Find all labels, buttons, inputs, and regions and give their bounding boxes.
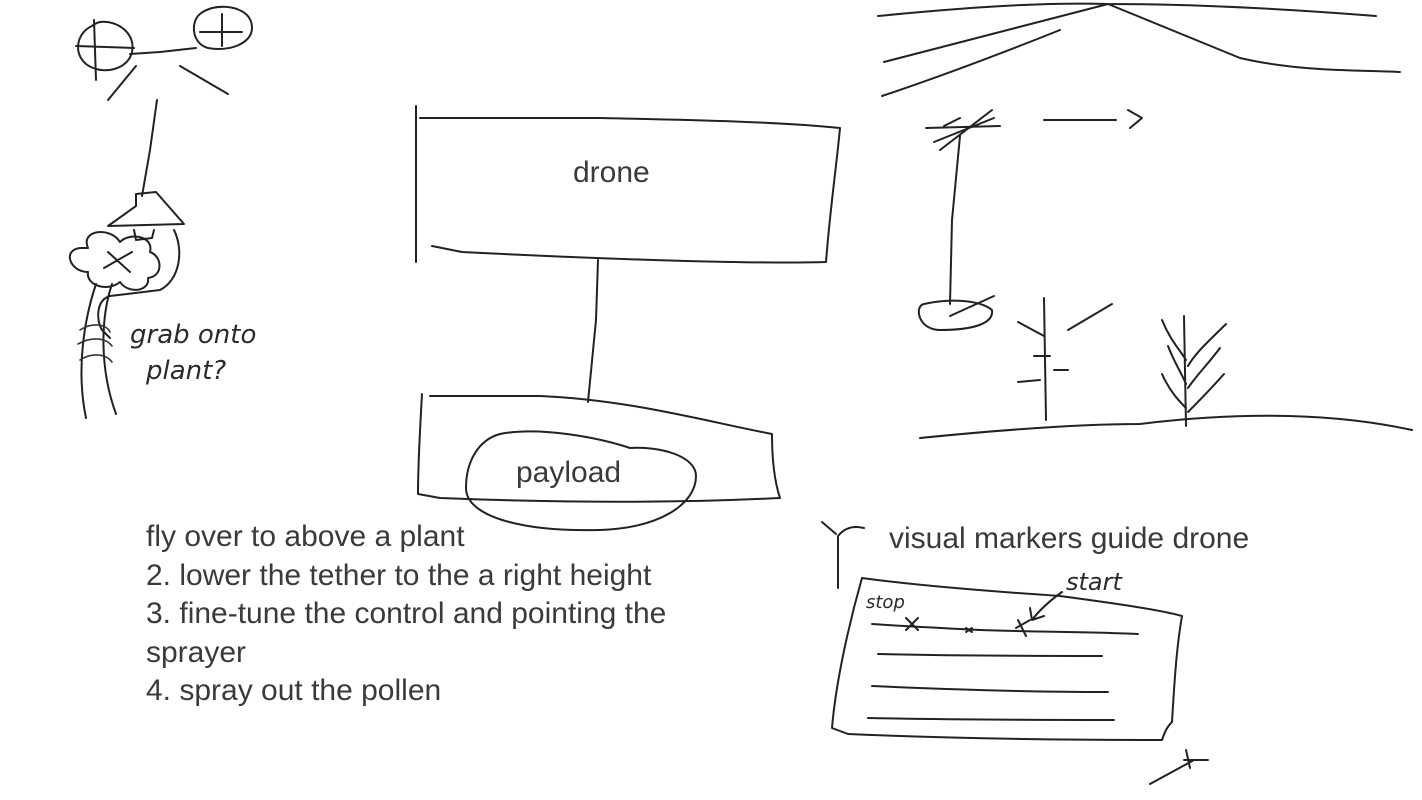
marker-stop-x — [905, 617, 919, 631]
system-block-diagram — [415, 105, 841, 532]
plant-stem — [80, 283, 117, 419]
hill-line-left — [881, 29, 1061, 97]
start-pointer-arrow — [1029, 591, 1063, 621]
drone-box — [415, 105, 841, 264]
payload-box — [417, 393, 781, 503]
step-line: 4. spray out the pollen — [146, 674, 442, 707]
marker-path-line — [871, 623, 1139, 635]
marker-dot — [965, 627, 973, 633]
step-line: 3. fine-tune the control and pointing th… — [146, 597, 667, 630]
hill-line-top — [877, 2, 1377, 17]
procedure-steps: fly over to above a plant 2. lower the t… — [146, 518, 746, 711]
guide-row-4 — [867, 717, 1115, 721]
right-propeller — [192, 5, 253, 50]
drone-legs — [107, 65, 229, 101]
small-drone — [925, 109, 1001, 151]
flower — [68, 230, 161, 291]
guide-row-2 — [877, 653, 1103, 657]
step-line: 2. lower the tether to the a right heigh… — [146, 558, 652, 592]
payload-pod — [917, 295, 995, 331]
hill-line-bottom — [883, 3, 1401, 73]
gripper-wrap — [77, 324, 113, 363]
motion-arrow — [1043, 109, 1143, 129]
drone-label: drone — [573, 156, 650, 189]
field-tether — [949, 135, 961, 305]
corner-bracket — [821, 521, 865, 589]
payload-ellipse — [465, 430, 697, 532]
payload-label: payload — [516, 456, 622, 489]
step-line: fly over to above a plant — [146, 520, 465, 553]
start-note: start — [1066, 568, 1122, 596]
marker-guide-sketch — [821, 521, 1209, 785]
ground-line — [919, 414, 1413, 439]
step-line: sprayer — [146, 635, 247, 669]
field-plant-1 — [1017, 297, 1113, 421]
drone-grabber-sketch — [68, 5, 253, 419]
marker-board — [831, 577, 1183, 741]
field-scene-sketch — [877, 2, 1413, 439]
field-plant-2 — [1161, 315, 1227, 427]
marker-start-x — [1015, 619, 1031, 637]
guide-row-3 — [871, 685, 1109, 693]
tether-connector — [587, 259, 599, 403]
tether-line — [141, 99, 158, 197]
corner-mark — [1149, 749, 1209, 785]
gripper-cap — [107, 191, 185, 227]
grab-note-line1: grab onto — [130, 320, 257, 350]
left-propeller — [75, 19, 135, 81]
visual-markers-note: visual markers guide drone — [889, 522, 1250, 555]
drone-arm — [129, 47, 197, 55]
grab-note-line2: plant? — [146, 356, 227, 386]
stop-note: stop — [866, 592, 905, 613]
